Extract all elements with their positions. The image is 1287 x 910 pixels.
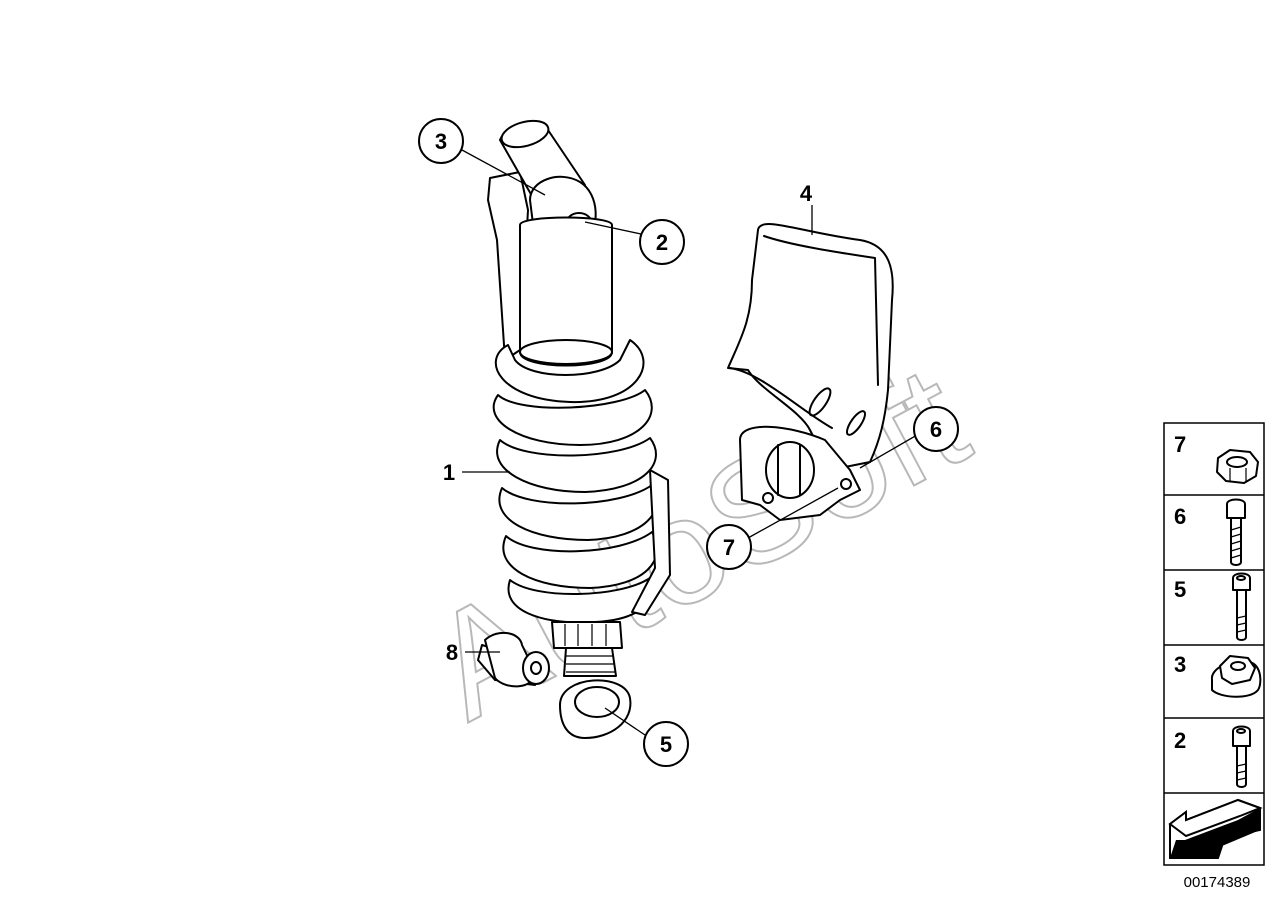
callout-4: 4 [800,181,813,206]
thin-bolt-icon [1232,572,1251,641]
callout-6: 6 [913,406,959,452]
side-item-5-label: 5 [1174,577,1186,602]
arrow-icon[interactable] [1168,798,1263,859]
callout-4-label: 4 [800,181,813,206]
callout-5: 5 [643,721,689,767]
side-item-6-label: 6 [1174,504,1186,529]
callout-6-label: 6 [930,417,942,442]
callout-7: 7 [706,524,752,570]
callout-3: 3 [418,118,464,164]
callout-1: 1 [443,460,455,485]
callout-2: 2 [639,219,685,265]
callout-2-label: 2 [656,230,668,255]
callout-8: 8 [446,640,458,665]
callout-8-label: 8 [446,640,458,665]
side-item-2-label: 2 [1174,728,1186,753]
document-number: 00174389 [1184,874,1251,891]
long-bolt-icon [1226,498,1246,566]
side-item-6[interactable]: 6 [1174,498,1246,566]
side-item-5[interactable]: 5 [1174,572,1251,641]
shock-absorber [487,119,671,739]
bushing-part [477,631,550,688]
callout-1-label: 1 [443,460,455,485]
leader-lines [461,149,918,736]
flange-nut-icon [1210,655,1262,698]
side-item-3-label: 3 [1174,652,1186,677]
callout-3-label: 3 [435,129,447,154]
side-item-3[interactable]: 3 [1174,652,1262,698]
side-item-7-label: 7 [1174,432,1186,457]
callout-7-label: 7 [723,535,735,560]
callout-5-label: 5 [660,732,672,757]
bracket-part [727,223,894,521]
side-item-7[interactable]: 7 [1174,432,1259,484]
short-bolt-icon [1232,725,1251,788]
watermark-text: AutoSoft [404,333,991,751]
side-item-2[interactable]: 2 [1174,725,1251,788]
side-panel: 7 6 5 [1163,422,1265,866]
nut-icon [1216,449,1259,484]
